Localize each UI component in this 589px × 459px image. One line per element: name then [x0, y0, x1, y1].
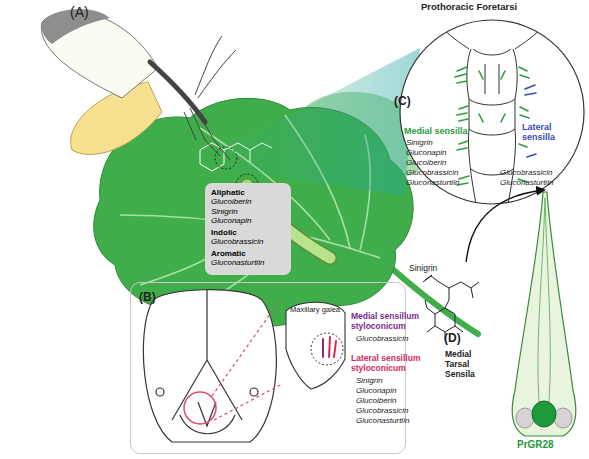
part-name: Maxillary galea — [290, 306, 342, 315]
galea-shape: Maxillary galea — [281, 299, 349, 391]
compound: Glucoiberin — [356, 396, 396, 405]
compound: Gluconasturtiin — [500, 178, 553, 187]
svg-path — [423, 275, 439, 282]
curved-arrow — [466, 190, 544, 262]
svg-path — [439, 24, 545, 49]
svg-path — [473, 49, 511, 55]
molecule-outline — [405, 262, 490, 342]
group-heading: Lateral sensillum styloconicum — [351, 354, 421, 374]
panel-letter: (A) — [70, 4, 89, 20]
compound: Sinigrin — [406, 138, 433, 147]
class-heading: Aromatic — [211, 249, 285, 258]
compound-list: Glucobrassicin — [211, 237, 263, 246]
svg-path — [485, 64, 499, 94]
zoom-beam-c — [228, 48, 420, 196]
panel-heading: Prothoracic Foretarsi — [421, 2, 517, 13]
part-name: Medial Tarsal Sensila — [445, 350, 475, 379]
panel-letter: (B) — [139, 291, 156, 305]
svg-path — [469, 99, 515, 175]
svg-path — [322, 339, 324, 357]
group-heading: Medial sensillum styloconicum — [351, 312, 421, 332]
compound-list: Gluconasturtiin — [211, 258, 264, 267]
zoom-circle: Prothoracic Foretarsi(C) — [399, 19, 585, 205]
compound: Glucobrassicin — [500, 168, 552, 177]
compound: Glucobrassicin — [356, 406, 408, 415]
zoom-circle-outline — [399, 19, 585, 205]
compound: Glucoiberin — [406, 158, 446, 167]
class-box: AliphaticGlucoiberin Sinigrin Gluconapin… — [205, 183, 291, 275]
svg-path — [479, 71, 505, 122]
compound: Glucobrassicin — [356, 334, 408, 343]
compound: Gluconasturtiin — [406, 178, 459, 187]
butterfly — [41, 9, 237, 169]
svg-circle — [250, 388, 258, 396]
svg-ellipse — [532, 401, 556, 427]
svg-path — [184, 108, 230, 160]
svg-path — [143, 290, 276, 442]
svg-path — [195, 36, 236, 98]
molecule-name: Sinigrin — [409, 264, 437, 274]
group-heading: Lateral sensilla — [522, 122, 577, 143]
receptor-name: PrGR28 — [517, 439, 554, 451]
compound: Gluconapin — [356, 386, 396, 395]
svg-polygon — [435, 308, 455, 332]
svg-path — [150, 62, 205, 122]
svg-g — [525, 85, 536, 157]
svg-circle — [400, 20, 584, 204]
svg-circle — [156, 388, 164, 396]
compound-list: Glucoiberin Sinigrin Gluconapin — [211, 197, 251, 225]
svg-ellipse — [554, 408, 572, 428]
svg-circle — [184, 392, 216, 424]
class-heading: Indolic — [211, 228, 285, 237]
compound: Gluconasturtiin — [356, 416, 409, 425]
head-capsule — [143, 290, 282, 442]
svg-path — [525, 85, 536, 157]
panel-letter: (D) — [444, 332, 461, 346]
svg-path — [329, 337, 336, 357]
compound: Gluconapin — [406, 148, 446, 157]
svg-ellipse — [516, 408, 534, 428]
svg-path — [212, 300, 282, 420]
svg-path — [172, 290, 242, 420]
molecule: Sinigrin — [405, 262, 490, 342]
sensillum-shape: Medial Tarsal SensilaPrGR28 — [505, 190, 583, 452]
svg-path — [286, 302, 345, 389]
compound: Sinigrin — [356, 376, 383, 385]
group-heading: Medial sensilla — [404, 126, 468, 136]
compound: Glucobrassicin — [406, 168, 458, 177]
sensillum-shape-outline — [505, 190, 583, 452]
panel-letter: (C) — [394, 95, 411, 109]
svg-path — [439, 282, 479, 300]
class-heading: Aliphatic — [211, 188, 285, 197]
svg-path — [538, 198, 550, 402]
svg-circle — [311, 333, 343, 365]
svg-path — [512, 192, 576, 436]
svg-g — [423, 275, 479, 340]
